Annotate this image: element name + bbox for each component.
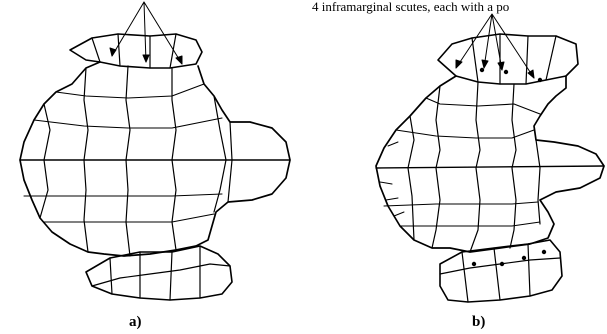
plastron-a [20, 2, 290, 300]
caption-text: 4 inframarginal scutes, each with a po [312, 0, 509, 14]
plastron-b-midline [376, 166, 604, 168]
plastron-b-arrowheads [456, 60, 534, 78]
pore-dot [542, 250, 546, 254]
plastron-a-cross-seams [24, 84, 222, 222]
pore-dot [538, 78, 542, 82]
plastron-b [376, 14, 604, 302]
pore-dot [500, 262, 504, 266]
pore-dot [472, 262, 476, 266]
figure-a-label: a) [129, 314, 142, 331]
pore-dot [504, 70, 508, 74]
pore-dot [480, 68, 484, 72]
pore-dot [522, 256, 526, 260]
plastron-b-cross-seams [384, 98, 540, 226]
plastron-a-seams [40, 66, 232, 256]
plastron-b-top-row-dividers [472, 34, 556, 84]
plastron-b-arrows [456, 14, 534, 78]
plastron-b-top-row [438, 34, 578, 84]
plastron-a-outline [20, 62, 290, 256]
figure-b-label: b) [472, 314, 485, 331]
